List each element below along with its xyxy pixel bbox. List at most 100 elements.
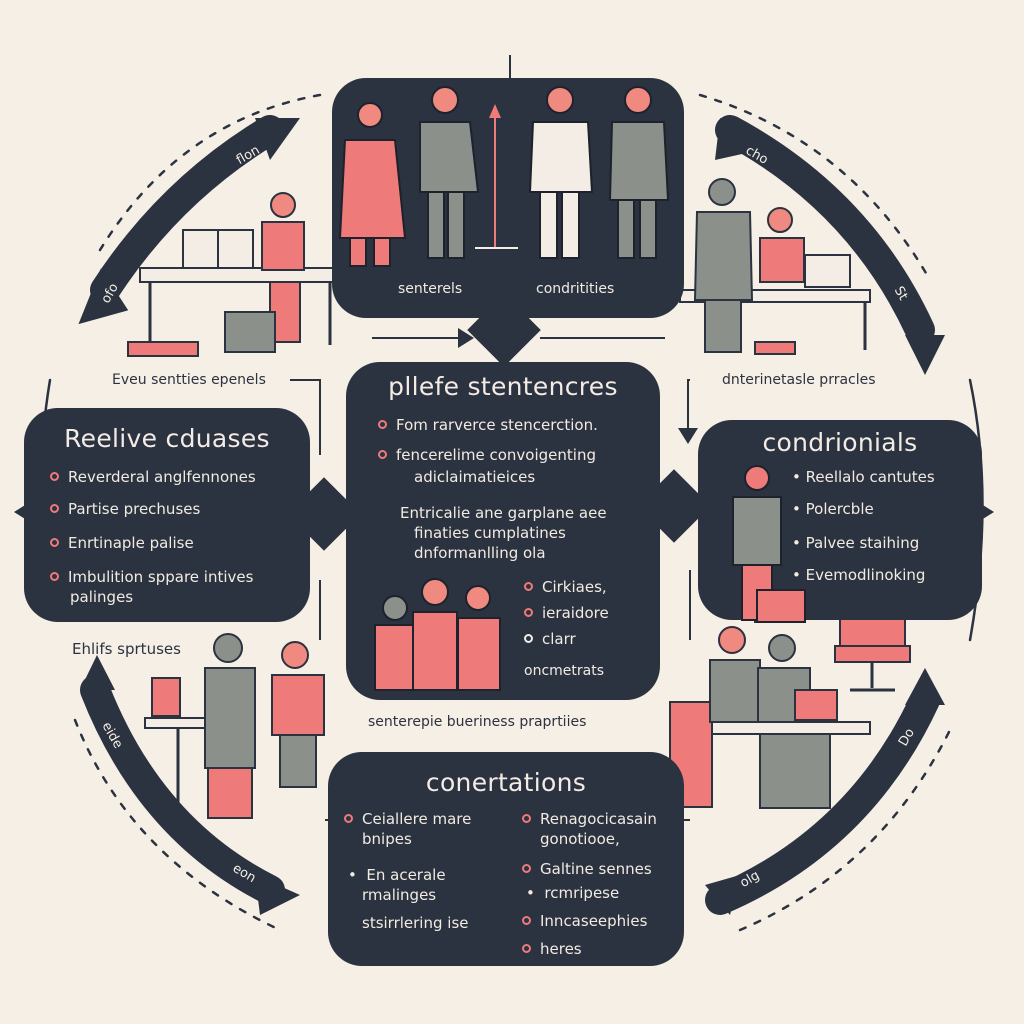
center-bullet-text: Fom rarverce stencerction. (396, 416, 598, 434)
center-sub-bullet-1: Cirkiaes, (524, 578, 607, 596)
center-sub-bullet-text: clarr (542, 630, 576, 648)
center-bullet-3: adiclaimatieices (414, 468, 536, 486)
right-bullet-text: Reellalo cantutes (805, 468, 935, 486)
right-panel-title: condrionials (762, 428, 918, 457)
bottom-left-bullet-2-cont: rmalinges (362, 886, 437, 904)
left-bullet-4-cont: palinges (70, 588, 134, 606)
arrow-bottom-left (80, 675, 285, 905)
center-people-illustration (374, 578, 501, 691)
bottom-right-bullet-1-cont: gonotiooe, (540, 830, 620, 848)
bullet-marker: • (348, 866, 367, 884)
panel-left (24, 408, 310, 622)
person-icon (709, 626, 761, 723)
bullet-icon (522, 944, 531, 953)
bullet-icon (522, 814, 531, 823)
bottom-right-scene (669, 626, 871, 809)
bottom-left-bullet-1: Ceiallere mare (344, 810, 471, 828)
top-left-label: senterels (398, 281, 463, 297)
right-bullet-2: • Polercble (792, 500, 874, 518)
bullet-icon (378, 450, 387, 459)
caption-bottom-center: senterepie bueriness praprtiies (368, 714, 587, 730)
center-paragraph-3: dnformanlling ola (414, 544, 546, 562)
bottom-left-scene (144, 633, 325, 819)
left-bullet-2: Partise prechuses (50, 500, 200, 518)
bottom-left-bullet-text: Ceiallere mare (362, 810, 472, 828)
bottom-right-bullet-text: heres (540, 940, 582, 958)
left-bullet-text: Partise prechuses (68, 500, 201, 518)
bullet-marker: • (526, 884, 545, 902)
left-bullet-3: Enrtinaple palise (50, 534, 194, 552)
right-bullet-text: Palvee staihing (805, 534, 920, 552)
arrow-heads (78, 118, 945, 915)
person-icon (759, 207, 805, 283)
center-paragraph-1: Entricalie ane garplane aee (400, 504, 607, 522)
center-panel-title: pllefe stentencres (388, 372, 618, 401)
laptop-icon (794, 689, 838, 721)
left-bullet-1: Reverderal anglfennones (50, 468, 256, 486)
bottom-panel-title: conertations (425, 768, 587, 797)
left-bullet-text: Reverderal anglfennones (68, 468, 256, 486)
bottom-left-bullet-3: stsirrlering ise (362, 914, 469, 932)
book-icon (182, 229, 254, 269)
bottom-right-bullet-text: Inncaseephies (540, 912, 648, 930)
bottom-right-bullet-text: rcmripese (544, 884, 620, 902)
left-panel-title: Reelive cduases (64, 424, 270, 453)
bottom-right-bullet-3: • rcmripese (526, 884, 619, 902)
bullet-icon (524, 582, 533, 591)
left-bullet-4: Imbulition sppare intives (50, 568, 253, 586)
bottom-left-bullet-1-cont: bnipes (362, 830, 412, 848)
panel-bottom (328, 752, 684, 966)
bottom-right-bullet-5: heres (522, 940, 582, 958)
bottom-right-bullet-4: Inncaseephies (522, 912, 647, 930)
top-right-label: condritities (536, 281, 615, 297)
arrow-bottom-right (705, 685, 940, 915)
bullet-marker: • (792, 500, 806, 518)
bottom-right-bullet-text: Renagocicasain (540, 810, 657, 828)
bullet-icon (524, 634, 533, 643)
briefcase-icon (224, 311, 276, 353)
desk-scene-top-right (679, 178, 871, 355)
caption-left-bottom: Ehlifs sprtuses (72, 640, 181, 658)
center-sub-bullet-text: ieraidore (542, 604, 609, 622)
bullet-icon (50, 538, 59, 547)
bullet-icon (50, 472, 59, 481)
right-panel-illustration (732, 465, 806, 623)
bullet-marker: • (792, 566, 806, 584)
desk-scene-top-left (127, 192, 341, 357)
bottom-left-bullet-2: • En acerale (348, 866, 446, 884)
person-icon (693, 178, 754, 353)
top-people-illustration (338, 86, 670, 267)
right-bullet-3: • Palvee staihing (792, 534, 919, 552)
center-sub-bullet-3: clarr (524, 630, 576, 648)
right-bullet-text: Polercble (805, 500, 874, 518)
person-icon (271, 641, 325, 788)
center-sub-bullet-text: Cirkiaes, (542, 578, 607, 596)
center-bullet-2: fencerelime convoigenting (378, 446, 596, 464)
caption-right-top: dnterinetasle prracles (722, 372, 876, 388)
bullet-icon (524, 608, 533, 617)
center-bullet-1: Fom rarverce stencerction. (378, 416, 598, 434)
person-icon (204, 633, 256, 819)
cycle-arrows (39, 93, 984, 932)
bullet-icon (522, 864, 531, 873)
center-paragraph-2: finaties cumplatines (414, 524, 566, 542)
bottom-right-bullet-1: Renagocicasain (522, 810, 657, 828)
bullet-icon (378, 420, 387, 429)
right-bullet-4: • Evemodlinoking (792, 566, 925, 584)
bullet-marker: • (792, 534, 806, 552)
bullet-icon (522, 916, 531, 925)
bullet-icon (50, 572, 59, 581)
center-footer: oncmetrats (524, 663, 604, 679)
bottom-right-bullet-text: Galtine sennes (540, 860, 652, 878)
bottom-left-bullet-text: En acerale (366, 866, 446, 884)
left-bullet-text: Enrtinaple palise (68, 534, 194, 552)
arrow-top-left (90, 115, 285, 305)
right-bullet-1: • Reellalo cantutes (792, 468, 935, 486)
bottom-right-bullet-2: Galtine sennes (522, 860, 652, 878)
bullet-marker: • (792, 468, 806, 486)
laptop-icon (151, 677, 181, 717)
bullet-icon (344, 814, 353, 823)
right-bullet-text: Evemodlinoking (805, 566, 926, 584)
